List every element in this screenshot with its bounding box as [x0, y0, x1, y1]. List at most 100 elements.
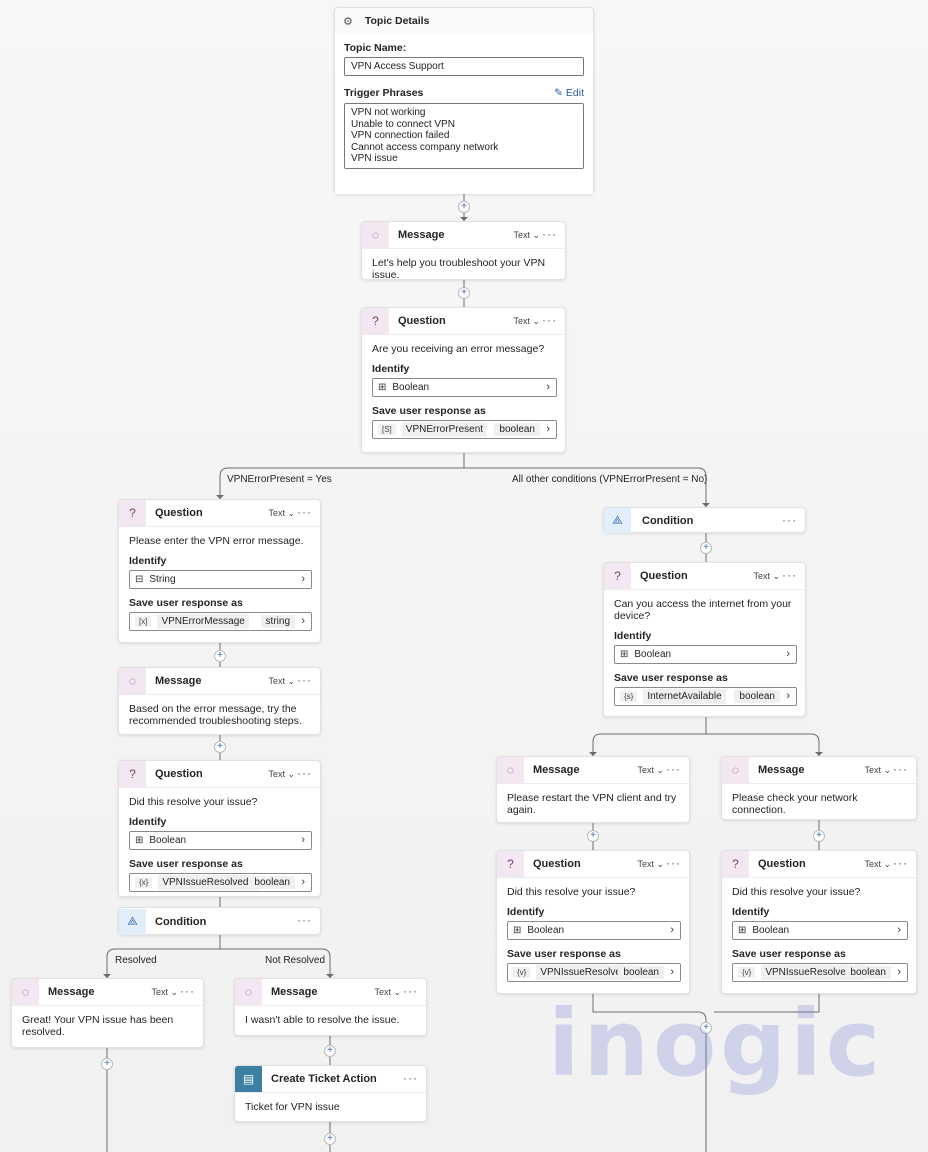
type-dropdown[interactable]: Text ⌄: [637, 859, 664, 869]
trigger-phrase: VPN connection failed: [351, 130, 450, 141]
identify-select[interactable]: ⊞Boolean›: [129, 831, 312, 850]
branch-label-other[interactable]: All other conditions (VPNErrorPresent = …: [512, 474, 708, 485]
branch-label-yes[interactable]: VPNErrorPresent = Yes: [227, 474, 332, 485]
inogic-watermark: inogic: [548, 990, 885, 1097]
node-title: Question: [155, 507, 203, 519]
question-text: Are you receiving an error message?: [372, 343, 545, 355]
condition-node[interactable]: ⟁Condition···: [603, 507, 806, 533]
condition-node[interactable]: ⟁Condition···: [118, 907, 321, 935]
identify-label: Identify: [732, 906, 770, 918]
string-icon: ⊟: [135, 574, 144, 585]
topic-icon: ⚙: [343, 15, 353, 28]
add-node-button[interactable]: +: [458, 287, 470, 299]
node-title: Message: [533, 764, 580, 776]
more-options-icon[interactable]: ···: [893, 762, 908, 776]
create-ticket-node[interactable]: ▤Create Ticket Action··· Ticket for VPN …: [234, 1065, 427, 1122]
type-dropdown[interactable]: Text ⌄: [268, 508, 295, 518]
message-text: Please check your network connection.: [732, 792, 858, 816]
variable-icon: {s}: [620, 691, 638, 702]
more-options-icon[interactable]: ···: [782, 513, 797, 527]
identify-select[interactable]: ⊞Boolean›: [732, 921, 908, 940]
variable-icon: {v}: [513, 967, 531, 978]
identify-select[interactable]: ⊟String›: [129, 570, 312, 589]
more-options-icon[interactable]: ···: [180, 984, 195, 998]
type-dropdown[interactable]: Text ⌄: [151, 987, 178, 997]
more-options-icon[interactable]: ···: [297, 505, 312, 519]
type-dropdown[interactable]: Text ⌄: [268, 769, 295, 779]
trigger-phrase: Unable to connect VPN: [351, 118, 455, 130]
add-node-button[interactable]: +: [214, 741, 226, 753]
more-options-icon[interactable]: ···: [666, 762, 681, 776]
branch-label-not-resolved[interactable]: Not Resolved: [265, 955, 326, 966]
trigger-phrase: VPN issue: [351, 153, 398, 164]
more-options-icon[interactable]: ···: [297, 913, 312, 927]
edit-trigger-button[interactable]: ✎ Edit: [554, 87, 584, 99]
topic-details-header: ⚙ Topic Details: [335, 8, 593, 34]
add-node-button[interactable]: +: [700, 542, 712, 554]
type-dropdown[interactable]: Text ⌄: [637, 765, 664, 775]
identify-select[interactable]: ⊞Boolean›: [372, 378, 557, 397]
question-bubble-icon: ?: [604, 563, 631, 589]
node-title: Message: [398, 229, 445, 241]
add-node-button[interactable]: +: [458, 201, 470, 213]
type-dropdown[interactable]: Text ⌄: [753, 571, 780, 581]
type-dropdown[interactable]: Text ⌄: [513, 230, 540, 240]
more-options-icon[interactable]: ···: [782, 568, 797, 582]
more-options-icon[interactable]: ···: [297, 673, 312, 687]
chat-bubble-icon: ◌: [119, 668, 146, 694]
more-options-icon[interactable]: ···: [542, 227, 557, 241]
trigger-phrases-list[interactable]: VPN not working Unable to connect VPN VP…: [344, 103, 584, 169]
chat-bubble-icon: ◌: [235, 979, 262, 1005]
message-text: Let's help you troubleshoot your VPN iss…: [372, 257, 546, 281]
branch-label-resolved[interactable]: Resolved: [115, 955, 157, 966]
more-options-icon[interactable]: ···: [403, 984, 418, 998]
more-options-icon[interactable]: ···: [666, 856, 681, 870]
variable-icon: {v}: [738, 967, 756, 978]
more-options-icon[interactable]: ···: [297, 766, 312, 780]
pencil-icon: ✎: [554, 87, 563, 99]
identify-select[interactable]: ⊞Boolean›: [507, 921, 681, 940]
add-node-button[interactable]: +: [700, 1022, 712, 1034]
chevron-right-icon: ›: [301, 834, 305, 846]
add-node-button[interactable]: +: [813, 830, 825, 842]
type-dropdown[interactable]: Text ⌄: [374, 987, 401, 997]
topic-name-input[interactable]: VPN Access Support: [344, 57, 584, 76]
more-options-icon[interactable]: ···: [893, 856, 908, 870]
chat-bubble-icon: ◌: [497, 757, 524, 783]
type-dropdown[interactable]: Text ⌄: [864, 765, 891, 775]
add-node-button[interactable]: +: [587, 830, 599, 842]
more-options-icon[interactable]: ···: [542, 313, 557, 327]
type-dropdown[interactable]: Text ⌄: [513, 316, 540, 326]
add-node-button[interactable]: +: [101, 1058, 113, 1070]
identify-select[interactable]: ⊞Boolean›: [614, 645, 797, 664]
type-dropdown[interactable]: Text ⌄: [864, 859, 891, 869]
add-node-button[interactable]: +: [324, 1045, 336, 1057]
chevron-right-icon: ›: [546, 423, 550, 435]
more-options-icon[interactable]: ···: [403, 1071, 418, 1085]
add-node-button[interactable]: +: [214, 650, 226, 662]
add-node-button[interactable]: +: [324, 1133, 336, 1145]
identify-label: Identify: [129, 555, 167, 567]
type-dropdown[interactable]: Text ⌄: [268, 676, 295, 686]
question-text: Did this resolve your issue?: [732, 886, 861, 898]
chevron-right-icon: ›: [670, 924, 674, 936]
grid-icon: ⊞: [135, 835, 144, 846]
